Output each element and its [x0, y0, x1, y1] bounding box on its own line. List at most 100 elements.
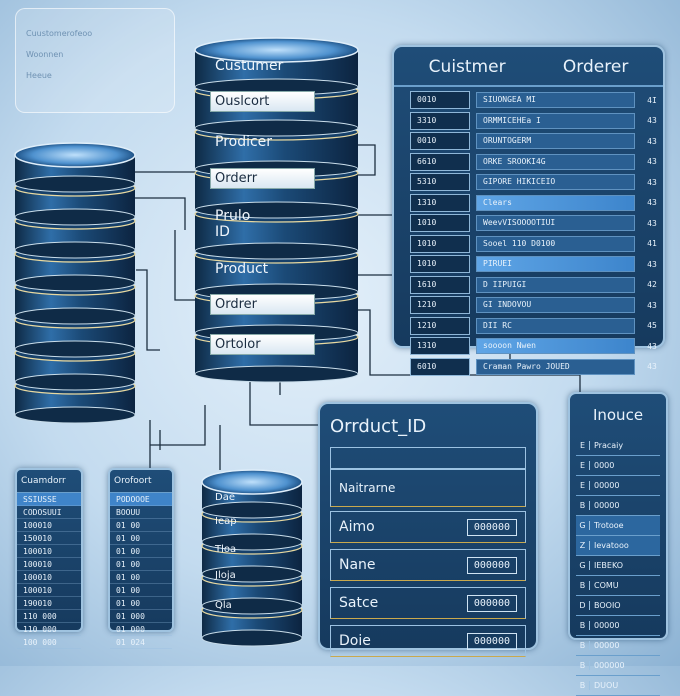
- table-row[interactable]: 110 000: [17, 623, 81, 636]
- row-value: D IIPUIGI: [476, 276, 635, 293]
- table-row[interactable]: 01 000: [110, 610, 172, 623]
- table-row[interactable]: CODOSUUI: [17, 506, 81, 519]
- row-value: soooon Nwen: [476, 338, 635, 355]
- field-row[interactable]: Aimo 000000: [330, 511, 526, 543]
- table-row[interactable]: 01 00: [110, 584, 172, 597]
- row-icon: B: [576, 501, 590, 510]
- cylinder-top: [14, 142, 136, 168]
- row-text: 0000: [594, 461, 615, 470]
- row-icon: G: [576, 521, 590, 530]
- row-text: BOOIO: [594, 601, 621, 610]
- table-row[interactable]: E Pracaiy: [576, 436, 660, 456]
- table-row[interactable]: 100010: [17, 571, 81, 584]
- table-row[interactable]: 100010: [17, 584, 81, 597]
- row-icon: B: [576, 581, 590, 590]
- cylinder-field[interactable]: Ouslcort: [210, 91, 315, 112]
- row-end: 43: [647, 259, 657, 269]
- row-end: 43: [647, 136, 657, 146]
- connector-line: [358, 309, 581, 392]
- table-row[interactable]: 01 00: [110, 558, 172, 571]
- table-row[interactable]: SSIUSSE: [17, 493, 81, 506]
- table-row[interactable]: E 0000: [576, 456, 660, 476]
- row-value: Sooel 110 D0100: [476, 235, 635, 252]
- cylinder-field[interactable]: Ortolor: [210, 334, 315, 355]
- field-value: 000000: [466, 556, 517, 574]
- panel-header: Cuistmer: [428, 57, 506, 77]
- field-name: Aimo: [339, 519, 375, 535]
- field-value: 000000: [466, 518, 517, 536]
- table-row[interactable]: 01 00: [110, 571, 172, 584]
- row-icon: B: [576, 641, 590, 650]
- table-row[interactable]: 100 000: [17, 636, 81, 649]
- field-value: 000000: [466, 632, 517, 650]
- table-row[interactable]: 110 000: [17, 610, 81, 623]
- row-icon: E: [576, 441, 590, 450]
- row-end: 43: [647, 300, 657, 310]
- cylinder-field[interactable]: Ordrer: [210, 294, 315, 315]
- row-code: 6610: [410, 152, 470, 171]
- table-row[interactable]: 100010: [17, 545, 81, 558]
- table-row[interactable]: 01 00: [110, 545, 172, 558]
- cylinder-label: Product: [215, 261, 269, 277]
- table-row[interactable]: 01 024: [110, 636, 172, 649]
- row-text: 00000: [594, 621, 620, 630]
- cylinder-field[interactable]: Orderr: [210, 168, 315, 189]
- table-row[interactable]: BOOUU: [110, 506, 172, 519]
- left-database-cylinder: [14, 142, 136, 424]
- row-code: 3310: [410, 111, 470, 130]
- row-end: 43: [647, 198, 657, 208]
- table-row[interactable]: 190010: [17, 597, 81, 610]
- row-code: 0010: [410, 91, 470, 110]
- table-row[interactable]: 01 00: [110, 519, 172, 532]
- row-text: Pracaiy: [594, 441, 624, 450]
- row-end: 41: [647, 239, 657, 249]
- row-icon: Z: [576, 541, 590, 550]
- connector-line: [150, 405, 206, 446]
- row-end: 4I: [647, 95, 657, 105]
- ghost-row: Woonnen: [26, 50, 64, 59]
- panel-title: Orrduct_ID: [330, 416, 427, 437]
- table-row[interactable]: 01 000: [110, 623, 172, 636]
- panel-header: Orderer: [562, 57, 629, 77]
- table-row[interactable]: 01 00: [110, 532, 172, 545]
- table-row[interactable]: 100010: [17, 519, 81, 532]
- row-code: 1210: [410, 316, 470, 335]
- table-row[interactable]: 01 00: [110, 597, 172, 610]
- row-code: 1210: [410, 296, 470, 315]
- table-row[interactable]: 150010: [17, 532, 81, 545]
- row-icon: E: [576, 461, 590, 470]
- table-row[interactable]: PODOOOE: [110, 493, 172, 506]
- table-row[interactable]: 100010: [17, 558, 81, 571]
- bottom-database-cylinder: [201, 469, 303, 647]
